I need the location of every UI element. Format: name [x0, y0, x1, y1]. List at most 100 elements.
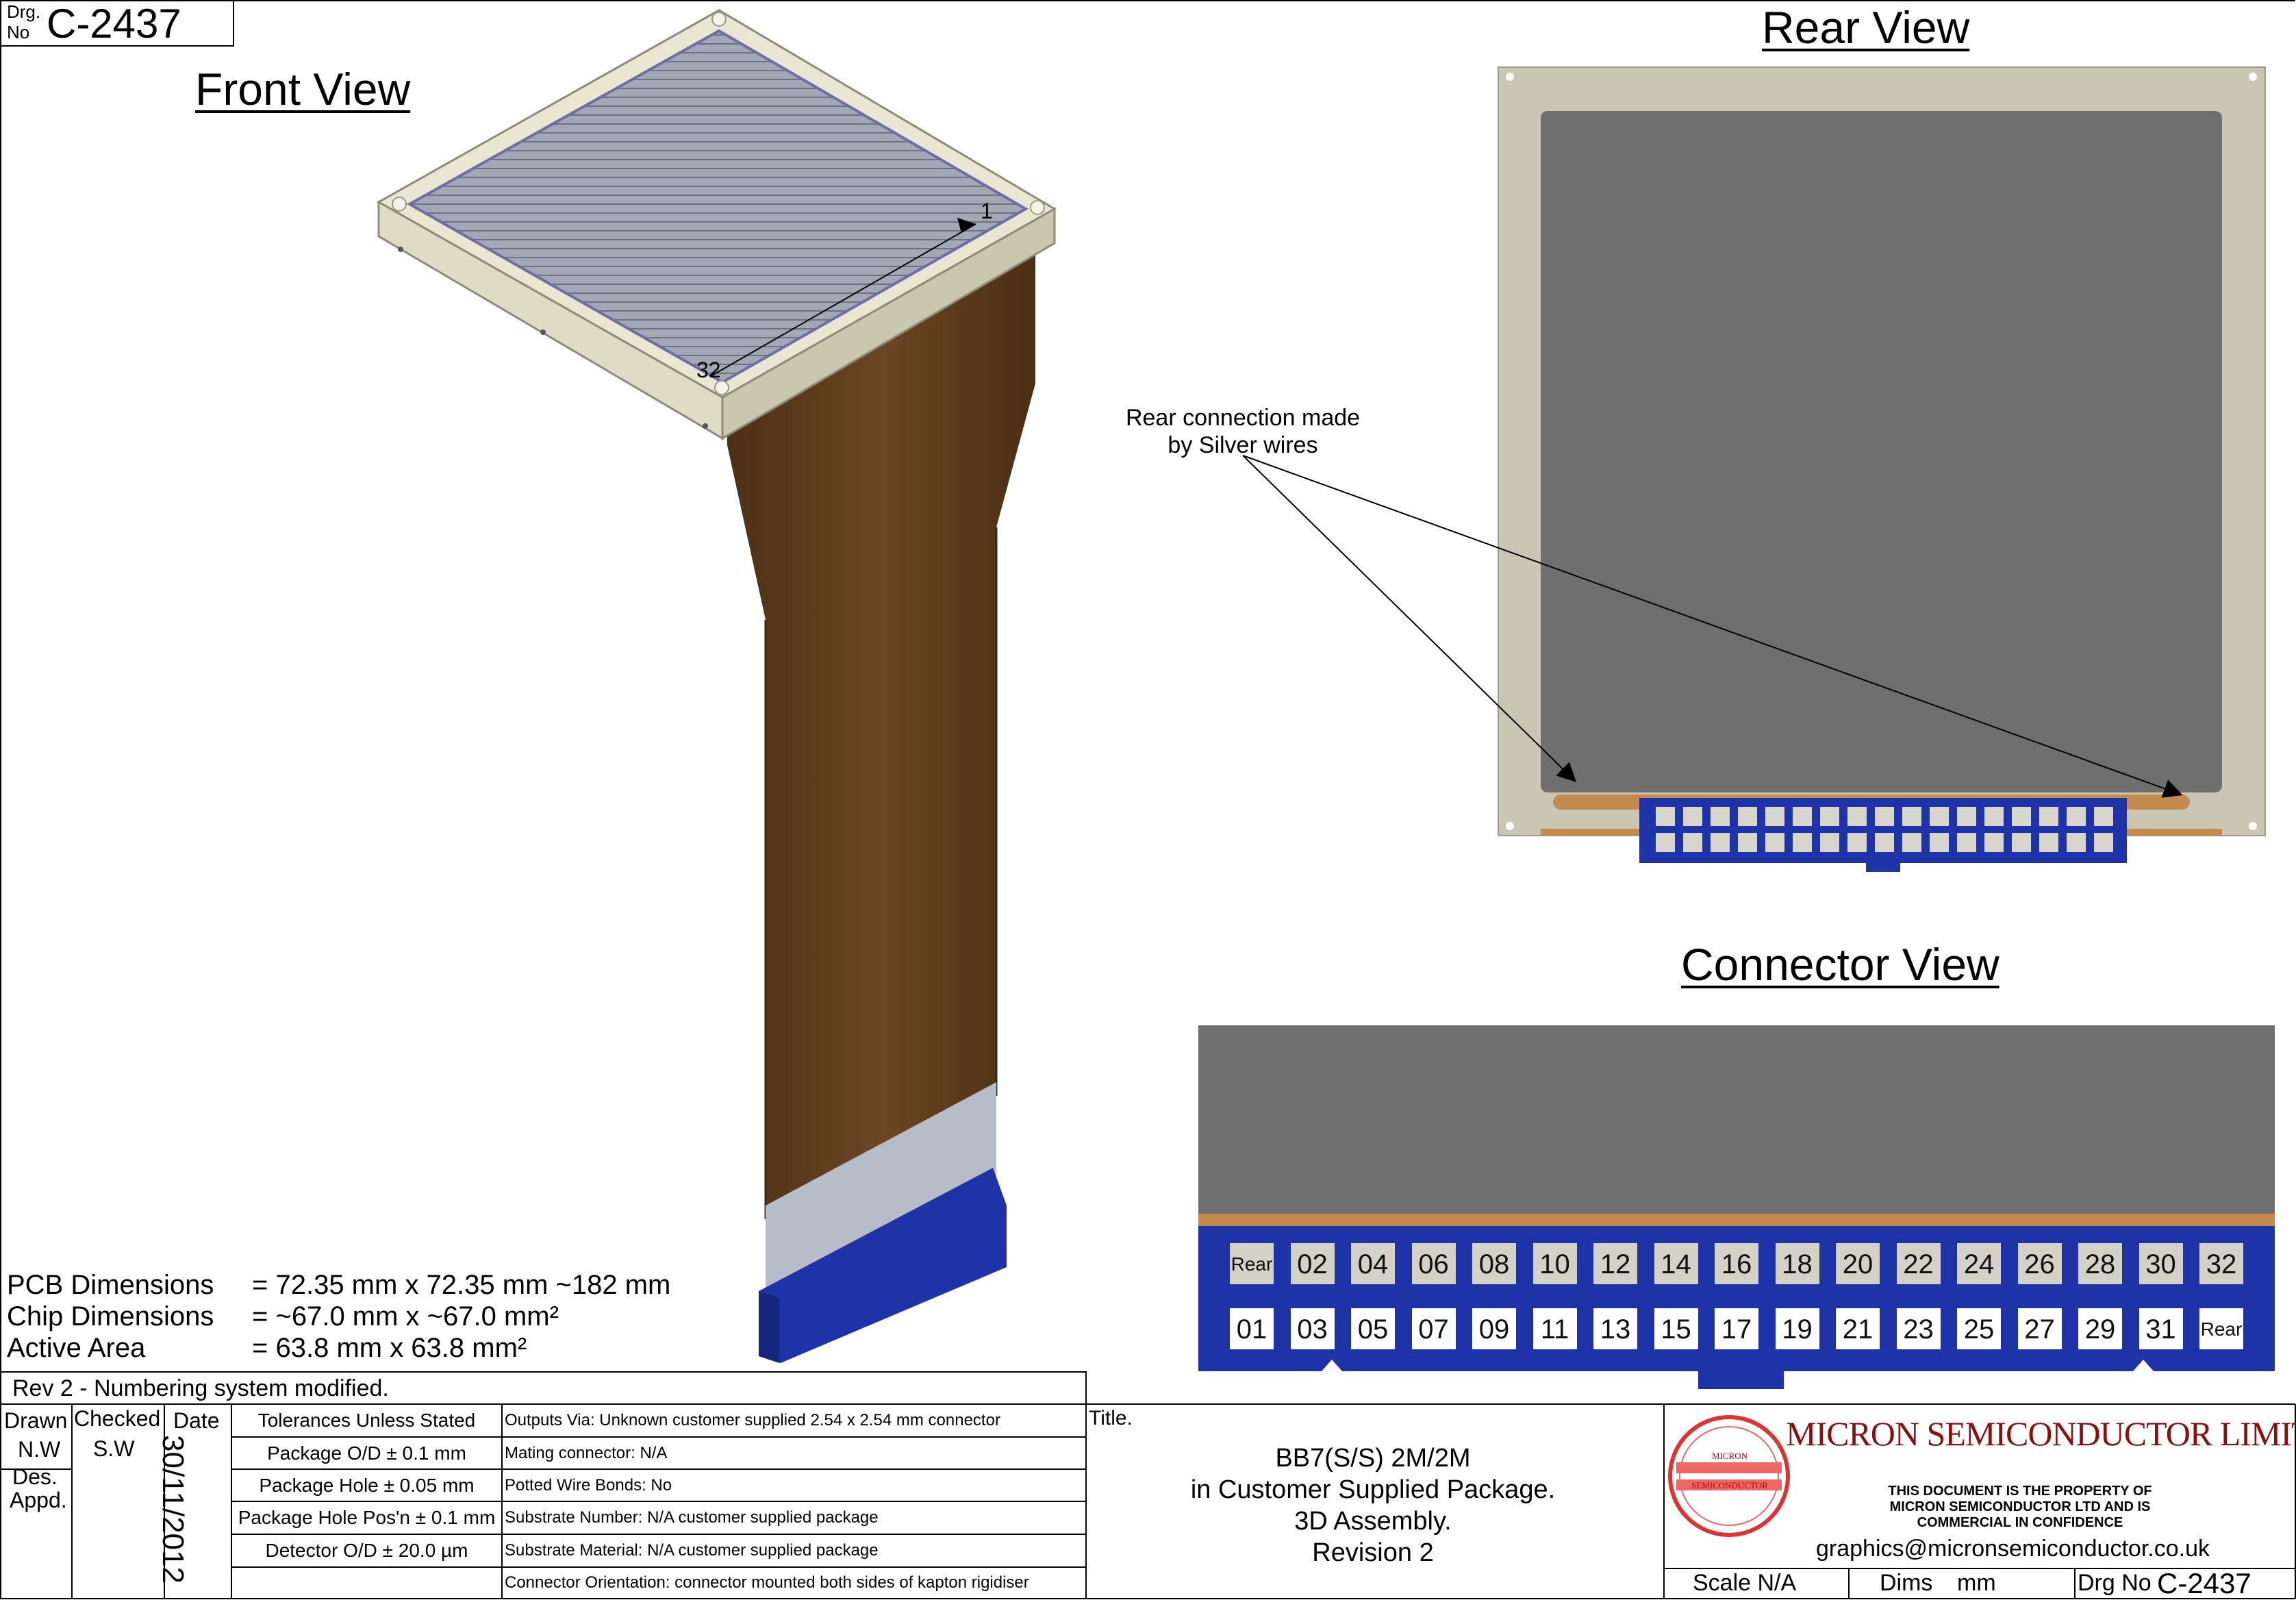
rear-connector-slot: [1875, 807, 1894, 826]
rear-connector-slot: [1738, 833, 1757, 852]
active-area-label: Active Area: [7, 1333, 146, 1363]
connector-pin-top: 08: [1472, 1243, 1516, 1284]
connector-pin-bottom: 11: [1532, 1308, 1577, 1349]
connector-pin-bottom: 09: [1472, 1308, 1516, 1349]
rear-connector-slot: [2067, 807, 2086, 826]
rear-connector-slot: [1738, 807, 1757, 826]
dims-label: Dims: [1880, 1570, 1933, 1596]
connector-pin-bottom: 23: [1896, 1308, 1941, 1349]
confidential-notice: THIS DOCUMENT IS THE PROPERTY OF MICRON …: [1808, 1484, 2232, 1531]
front-pin-first-label: 1: [981, 199, 993, 223]
kapton-cable: [727, 226, 1035, 1219]
title-line-4: Revision 2: [1312, 1538, 1434, 1567]
tolerance-detector-od: Detector O/D ± 20.0 µm: [265, 1540, 468, 1561]
connector-pin-bottom: 03: [1290, 1308, 1335, 1349]
rear-connector-slot: [1765, 833, 1784, 852]
connector-pin-bottom: 17: [1715, 1308, 1758, 1349]
rear-connector-slot: [1765, 807, 1784, 826]
connector-pin-top: 32: [2199, 1243, 2243, 1284]
connector-pin-bottom: 21: [1836, 1308, 1880, 1349]
connector-pin-bottom: 05: [1351, 1308, 1395, 1349]
rear-connector-slot: [1902, 807, 1921, 826]
connector-pin-top: 16: [1715, 1243, 1758, 1284]
connector-pin-bottom: 31: [2139, 1308, 2183, 1349]
rear-connector-slot: [1820, 833, 1839, 852]
des-label: Des.: [12, 1464, 58, 1489]
connector-pin-bottom: 13: [1593, 1308, 1637, 1349]
connector-pin-bottom: 25: [1957, 1308, 2001, 1349]
rear-connector-slot: [2039, 807, 2058, 826]
spec-outputs: Outputs Via: Unknown customer supplied 2…: [505, 1411, 1000, 1429]
pcb-dimensions-value: = 72.35 mm x 72.35 mm ~182 mm: [252, 1270, 671, 1300]
rear-connector-slot: [1847, 807, 1867, 826]
drawn-by: N.W: [18, 1437, 61, 1462]
rear-connector-slot: [2039, 833, 2058, 852]
chip-dimensions-label: Chip Dimensions: [7, 1301, 214, 1332]
front-package: [376, 9, 1057, 440]
rear-connector-slot: [1930, 807, 1949, 826]
spec-wire-bonds: Potted Wire Bonds: No: [505, 1476, 672, 1495]
connector-pin-bottom: 19: [1775, 1308, 1819, 1349]
connector-pin-top: 06: [1411, 1243, 1456, 1284]
rear-connector-slot: [1656, 833, 1675, 852]
drawing-title: BB7(S/S) 2M/2M in Customer Supplied Pack…: [1089, 1442, 1657, 1568]
spec-connector-orientation: Connector Orientation: connector mounted…: [505, 1573, 1029, 1592]
confidential-line-3: COMMERCIAL IN CONFIDENCE: [1917, 1515, 2123, 1530]
rear-connector-slot: [1820, 807, 1839, 826]
title-line-2: in Customer Supplied Package.: [1190, 1475, 1556, 1504]
rear-connector-slot: [2012, 833, 2031, 852]
tolerance-package-od: Package O/D ± 0.1 mm: [267, 1442, 466, 1464]
rear-connector-slot: [2012, 807, 2031, 826]
rear-connector-slot: [1683, 807, 1702, 826]
confidential-line-1: THIS DOCUMENT IS THE PROPERTY OF: [1888, 1484, 2152, 1499]
connector-pin-bottom: 29: [2078, 1308, 2122, 1349]
rear-connector-slot: [2094, 833, 2113, 852]
connector-pin-top: 20: [1836, 1243, 1880, 1284]
rear-connector-slot: [1957, 807, 1976, 826]
dims-unit: mm: [1957, 1570, 1996, 1596]
logo-text-bottom: SEMICONDUCTOR: [1691, 1480, 1768, 1490]
rear-note-leaders: [1242, 455, 2183, 798]
rear-connector-slot: [1902, 833, 1921, 852]
drg-label-bottom: No: [7, 22, 30, 42]
scale-value: Scale N/A: [1693, 1570, 1797, 1596]
connector-view-heading: Connector View: [1681, 939, 1999, 990]
title-line-3: 3D Assembly.: [1294, 1507, 1452, 1536]
front-view-heading: Front View: [195, 64, 411, 114]
rear-connector-slot: [1930, 833, 1949, 852]
drawn-label: Drawn: [4, 1408, 68, 1433]
spec-mating-connector: Mating connector: N/A: [505, 1444, 668, 1462]
tolerance-header: Tolerances Unless Stated: [257, 1410, 476, 1431]
connector-pin-bottom: 07: [1411, 1308, 1456, 1349]
connector-pin-top: 10: [1532, 1243, 1577, 1284]
rear-connector-slot: [2094, 807, 2113, 826]
rear-connector-slot: [1875, 833, 1894, 852]
logo-text-top: MICRON: [1711, 1451, 1748, 1461]
drawing-number: C-2437: [47, 1, 181, 47]
front-connector: [759, 1082, 1007, 1363]
drg-no-value: C-2437: [2157, 1567, 2251, 1599]
rear-package: [1498, 66, 2266, 872]
rear-connector-slot: [1793, 833, 1812, 852]
date-label: Date: [173, 1408, 220, 1433]
confidential-line-2: MICRON SEMICONDUCTOR LTD AND IS: [1889, 1499, 2151, 1514]
rear-connector-slot: [1847, 833, 1867, 852]
connector-pin-top: Rear: [1230, 1243, 1274, 1284]
connector-pin-top: 14: [1654, 1243, 1698, 1284]
company-logo: [1668, 1415, 1790, 1537]
front-pin-last-label: 32: [696, 358, 721, 382]
connector-pin-bottom: 15: [1654, 1308, 1698, 1349]
tolerance-package-hole: Package Hole ± 0.05 mm: [259, 1475, 475, 1496]
checked-by: S.W: [93, 1436, 135, 1461]
rear-connector-slot: [1984, 833, 2004, 852]
connector-pin-top: 30: [2139, 1243, 2183, 1284]
rear-connector-slot: [1793, 807, 1812, 826]
connector-pin-top: 22: [1896, 1243, 1941, 1284]
pcb-dimensions-label: PCB Dimensions: [7, 1270, 214, 1300]
date-value: 30/11/2012: [156, 1435, 190, 1584]
connector-pin-top: 18: [1775, 1243, 1819, 1284]
contact-email[interactable]: graphics@micronsemiconductor.co.uk: [1816, 1536, 2210, 1562]
rear-connector-slot: [1711, 833, 1730, 852]
